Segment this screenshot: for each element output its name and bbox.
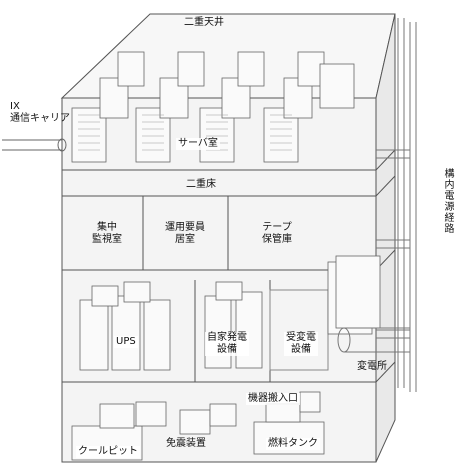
cool-pit-label: クールピット: [76, 446, 140, 458]
equipment-entrance-label: 機器搬入口: [246, 393, 300, 405]
power-route-conduit: [337, 18, 417, 392]
server-room-label: サーバ室: [176, 138, 220, 150]
generator-units: [204, 281, 263, 369]
private-power-generation-label: 自家発電 設備: [205, 332, 249, 356]
ups-units: [79, 281, 171, 371]
tape-storage-label: テープ 保管庫: [262, 222, 292, 245]
operations-staff-room-label: 運用要員 居室: [165, 222, 205, 245]
carrier-conduit: [2, 138, 67, 152]
building-side-face: [375, 13, 396, 463]
double-ceiling-label: 二重天井: [184, 17, 224, 28]
double-floor-label: 二重床: [186, 179, 216, 190]
switchgear-units: [327, 255, 381, 335]
ups-label: UPS: [114, 336, 138, 348]
fuel-tank-label: 燃料タンク: [266, 438, 320, 450]
premises-power-route-label: 構内電源経路: [442, 168, 453, 234]
server-racks: [71, 51, 355, 163]
power-receiving-equipment-label: 受変電 設備: [284, 332, 318, 356]
ix-carrier-label: IX 通信キャリア: [10, 101, 70, 124]
seismic-isolation-label: 免震装置: [166, 438, 206, 449]
substation-label: 変電所: [357, 361, 387, 372]
central-monitoring-room-label: 集中 監視室: [92, 222, 122, 245]
